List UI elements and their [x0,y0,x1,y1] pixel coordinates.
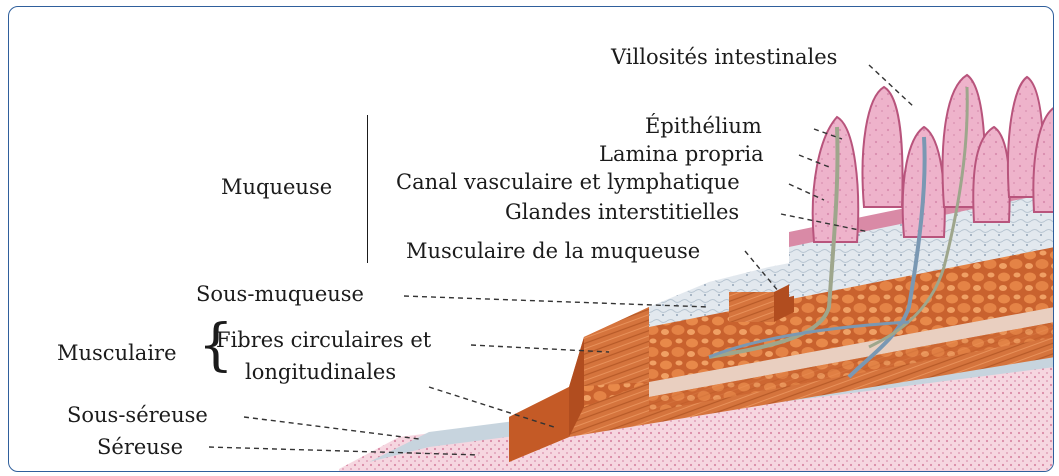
label-musculaire-muqueuse: Musculaire de la muqueuse [406,239,700,263]
label-sous-muqueuse: Sous-muqueuse [196,282,364,306]
label-muqueuse: Muqueuse [221,175,332,199]
label-fibres-1: Fibres circulaires et [216,328,431,352]
figure-frame: { Villosités intestinales Épithélium Lam… [8,6,1054,472]
label-sous-sereuse: Sous-séreuse [67,403,208,427]
label-canal-vasculaire: Canal vasculaire et lymphatique [396,170,740,194]
label-lamina-propria: Lamina propria [599,142,764,166]
label-glandes: Glandes interstitielles [505,200,739,224]
label-sereuse: Séreuse [97,435,183,459]
label-fibres-2: longitudinales [245,360,396,384]
label-epithelium: Épithélium [645,114,762,138]
muqueuse-bracket [367,115,371,263]
label-villosites: Villosités intestinales [611,45,837,69]
label-musculaire: Musculaire [57,341,177,365]
